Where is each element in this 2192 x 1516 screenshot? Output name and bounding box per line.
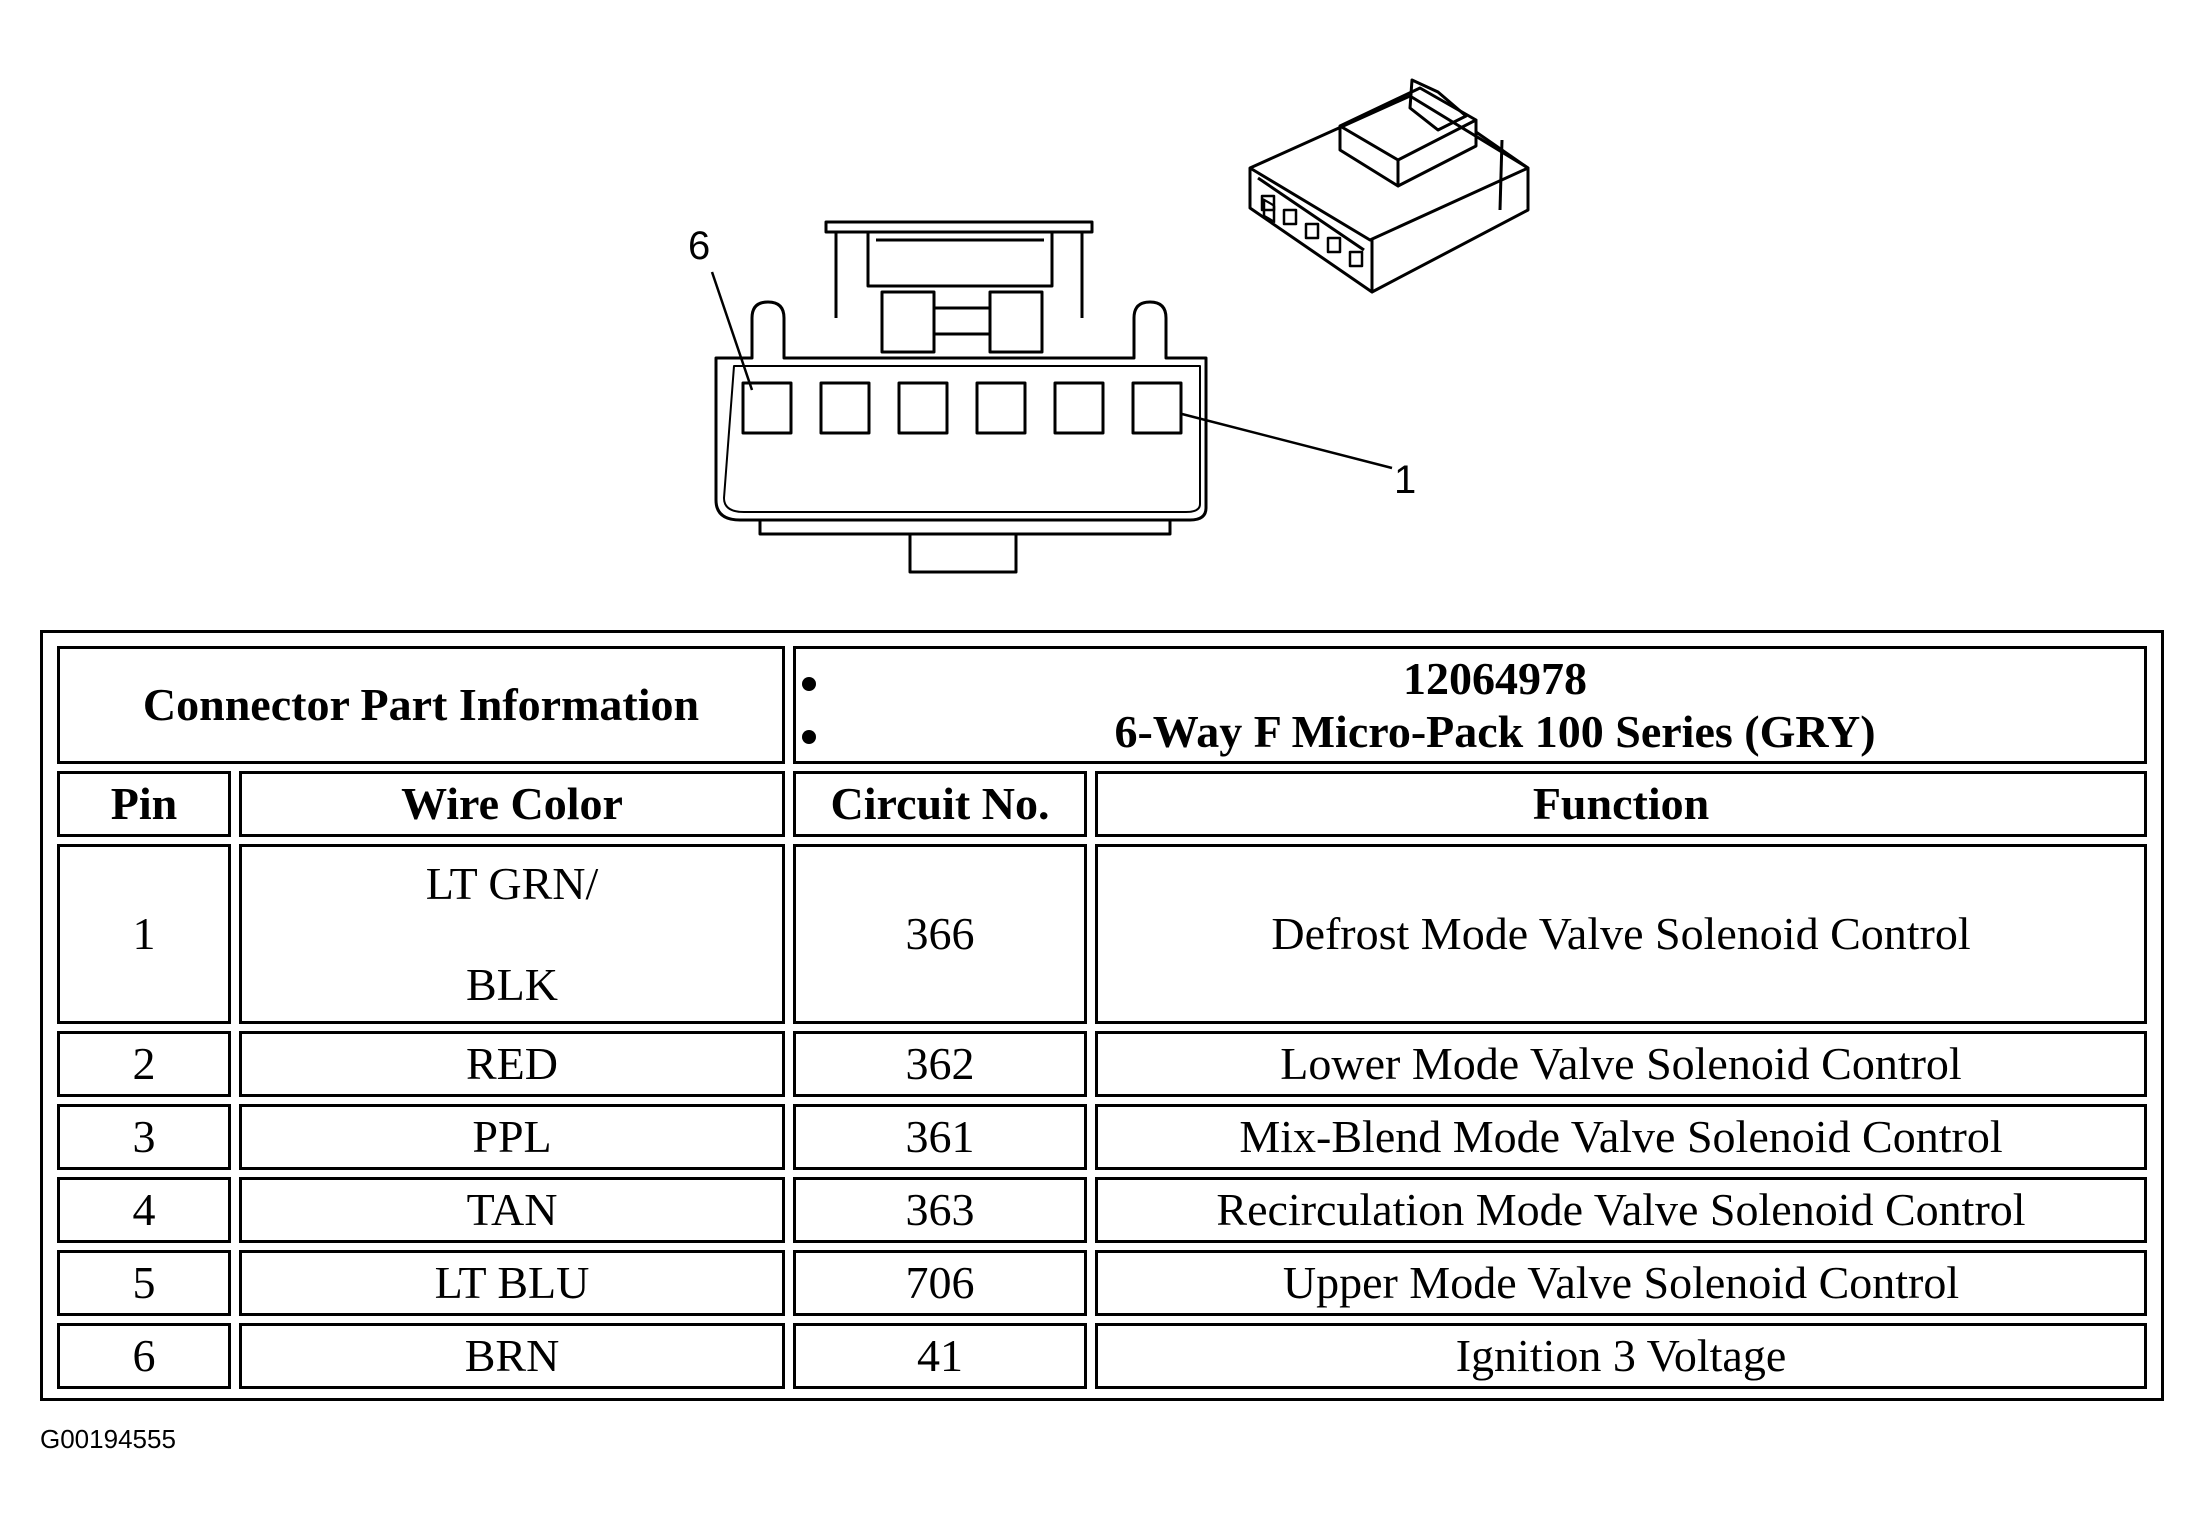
pin-label-6: 6 [688, 224, 711, 268]
cavity-3 [975, 381, 1027, 435]
function-text: Mix-Blend Mode Valve Solenoid Control [1095, 1104, 2147, 1170]
header-row: Pin Wire Color Circuit No. Function [57, 771, 2147, 837]
circuit-number: 363 [793, 1177, 1087, 1243]
wire-color: TAN [239, 1177, 785, 1243]
connector-isometric-view [1248, 78, 1530, 294]
pin-number: 5 [57, 1250, 231, 1316]
wire-color-line: BLK [466, 959, 558, 1010]
function-text: Defrost Mode Valve Solenoid Control [1095, 844, 2147, 1024]
wire-color: BRN [239, 1323, 785, 1389]
cavity-5 [819, 381, 871, 435]
circuit-number: 706 [793, 1250, 1087, 1316]
wire-color: RED [239, 1031, 785, 1097]
connector-description: 6-Way F Micro-Pack 100 Series (GRY) [802, 705, 2138, 758]
cavity-4 [897, 381, 949, 435]
pin-number: 6 [57, 1323, 231, 1389]
pin-number: 2 [57, 1031, 231, 1097]
circuit-number: 362 [793, 1031, 1087, 1097]
pin-number: 4 [57, 1177, 231, 1243]
connector-info-row: Connector Part Information 12064978 6-Wa… [57, 646, 2147, 764]
circuit-number: 366 [793, 844, 1087, 1024]
connector-info-label: Connector Part Information [57, 646, 785, 764]
table-row: 6 BRN 41 Ignition 3 Voltage [57, 1323, 2147, 1389]
wire-color: LT GRN/ BLK [239, 844, 785, 1024]
connector-pinout-table: Connector Part Information 12064978 6-Wa… [40, 630, 2164, 1401]
connector-latch [824, 220, 1094, 354]
pin-6-leader [710, 271, 754, 391]
figure-id: G00194555 [40, 1424, 176, 1454]
pin-1-leader [1181, 412, 1393, 470]
cavity-6 [741, 381, 793, 435]
connector-body [714, 300, 1208, 574]
header-wire-color: Wire Color [239, 771, 785, 837]
header-pin: Pin [57, 771, 231, 837]
function-text: Ignition 3 Voltage [1095, 1323, 2147, 1389]
connector-part-number: 12064978 [802, 652, 2138, 705]
connector-info-details: 12064978 6-Way F Micro-Pack 100 Series (… [793, 646, 2147, 764]
pin-number: 3 [57, 1104, 231, 1170]
function-text: Lower Mode Valve Solenoid Control [1095, 1031, 2147, 1097]
header-function: Function [1095, 771, 2147, 837]
cavity-2 [1053, 381, 1105, 435]
table-row: 3 PPL 361 Mix-Blend Mode Valve Solenoid … [57, 1104, 2147, 1170]
pin-label-1: 1 [1394, 458, 1417, 502]
pin-number: 1 [57, 844, 231, 1024]
table-row: 2 RED 362 Lower Mode Valve Solenoid Cont… [57, 1031, 2147, 1097]
cavity-1 [1131, 381, 1183, 435]
connector-drawing [710, 78, 1530, 574]
table-row: 4 TAN 363 Recirculation Mode Valve Solen… [57, 1177, 2147, 1243]
header-circuit-no: Circuit No. [793, 771, 1087, 837]
wire-color: LT BLU [239, 1250, 785, 1316]
wire-color: PPL [239, 1104, 785, 1170]
circuit-number: 41 [793, 1323, 1087, 1389]
wire-color-line: LT GRN/ [425, 857, 599, 909]
table-row: 1 LT GRN/ BLK 366 Defrost Mode Valve Sol… [57, 844, 2147, 1024]
table-row: 5 LT BLU 706 Upper Mode Valve Solenoid C… [57, 1250, 2147, 1316]
pin-cavities [741, 381, 1183, 435]
circuit-number: 361 [793, 1104, 1087, 1170]
function-text: Upper Mode Valve Solenoid Control [1095, 1250, 2147, 1316]
function-text: Recirculation Mode Valve Solenoid Contro… [1095, 1177, 2147, 1243]
